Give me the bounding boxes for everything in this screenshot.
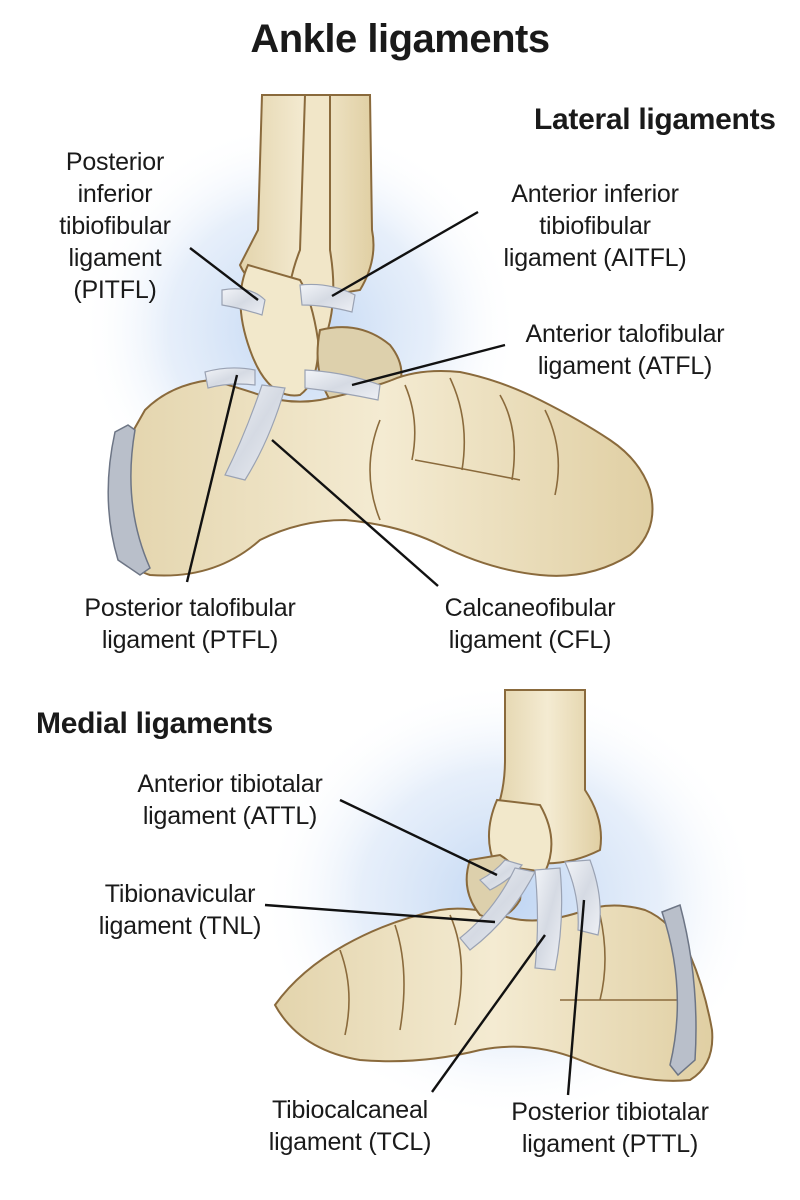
label-aitfl-line: Anterior inferior bbox=[470, 178, 720, 210]
label-pitfl: Posterior inferior tibiofibular ligament… bbox=[30, 146, 200, 306]
medial-ligament-tcl bbox=[535, 868, 562, 970]
label-pitfl-line: tibiofibular bbox=[30, 210, 200, 242]
lateral-calcaneus bbox=[112, 371, 653, 576]
label-pitfl-line: (PITFL) bbox=[30, 274, 200, 306]
label-tnl-line: Tibionavicular bbox=[70, 878, 290, 910]
label-pitfl-line: Posterior bbox=[30, 146, 200, 178]
label-pitfl-line: inferior bbox=[30, 178, 200, 210]
label-pitfl-line: ligament bbox=[30, 242, 200, 274]
label-pttl: Posterior tibiotalar ligament (PTTL) bbox=[490, 1096, 730, 1160]
label-tnl-line: ligament (TNL) bbox=[70, 910, 290, 942]
label-cfl-line: Calcaneofibular bbox=[420, 592, 640, 624]
label-ptfl-line: Posterior talofibular bbox=[60, 592, 320, 624]
label-ptfl: Posterior talofibular ligament (PTFL) bbox=[60, 592, 320, 656]
label-atfl-line: ligament (ATFL) bbox=[500, 350, 750, 382]
label-tcl-line: ligament (TCL) bbox=[250, 1126, 450, 1158]
label-aitfl-line: tibiofibular bbox=[470, 210, 720, 242]
label-pttl-line: ligament (PTTL) bbox=[490, 1128, 730, 1160]
label-attl-line: Anterior tibiotalar bbox=[110, 768, 350, 800]
medial-heading: Medial ligaments bbox=[36, 706, 273, 742]
page-title: Ankle ligaments bbox=[0, 16, 800, 62]
label-aitfl: Anterior inferior tibiofibular ligament … bbox=[470, 178, 720, 274]
label-ptfl-line: ligament (PTFL) bbox=[60, 624, 320, 656]
label-atfl-line: Anterior talofibular bbox=[500, 318, 750, 350]
label-aitfl-line: ligament (AITFL) bbox=[470, 242, 720, 274]
label-tcl-line: Tibiocalcaneal bbox=[250, 1094, 450, 1126]
medial-ankle-illustration bbox=[260, 680, 760, 1120]
lateral-heading: Lateral ligaments bbox=[534, 102, 776, 138]
label-tnl: Tibionavicular ligament (TNL) bbox=[70, 878, 290, 942]
label-attl-line: ligament (ATTL) bbox=[110, 800, 350, 832]
label-atfl: Anterior talofibular ligament (ATFL) bbox=[500, 318, 750, 382]
label-cfl: Calcaneofibular ligament (CFL) bbox=[420, 592, 640, 656]
label-attl: Anterior tibiotalar ligament (ATTL) bbox=[110, 768, 350, 832]
label-tcl: Tibiocalcaneal ligament (TCL) bbox=[250, 1094, 450, 1158]
label-pttl-line: Posterior tibiotalar bbox=[490, 1096, 730, 1128]
label-cfl-line: ligament (CFL) bbox=[420, 624, 640, 656]
